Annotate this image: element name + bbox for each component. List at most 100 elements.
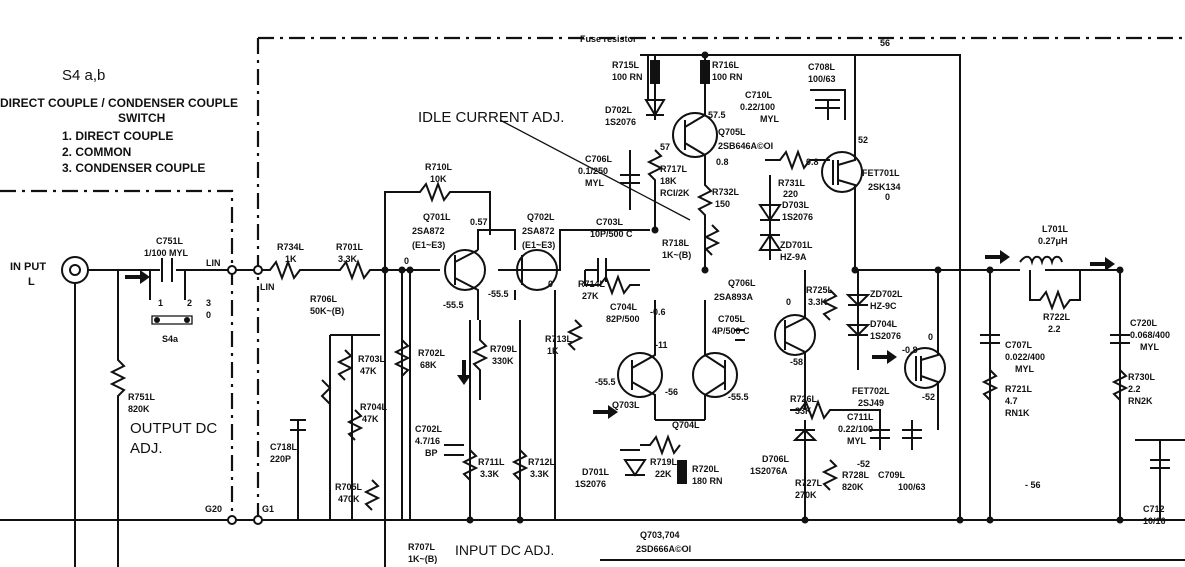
r717-resistor	[646, 149, 664, 230]
r713-resistor	[566, 319, 584, 351]
c718-cap	[290, 419, 306, 431]
label-c706: C706L	[585, 154, 613, 164]
c706-cap	[620, 150, 640, 210]
label-r731: R731L	[778, 178, 806, 188]
label-q703704: Q703,704	[640, 530, 680, 540]
q704-transistor	[692, 352, 738, 398]
label-r714: R714L	[578, 279, 606, 289]
label-c705: C705L	[718, 314, 746, 324]
r751-resistor	[109, 270, 127, 567]
label-c705v: 4P/500 C	[712, 326, 750, 336]
junction-dots	[381, 51, 1124, 524]
label-c702v: 4.7/16	[415, 436, 440, 446]
label-q703704v: 2SD666A©OI	[636, 544, 691, 554]
g20: G20	[205, 504, 222, 514]
label-r711v: 3.3K	[480, 469, 500, 479]
q705-transistor	[672, 112, 718, 158]
label-r720: R720L	[692, 464, 720, 474]
label-r728v: 820K	[842, 482, 864, 492]
label-r721: R721L	[1005, 384, 1033, 394]
label-r731v: 220	[783, 189, 798, 199]
r719-resistor	[640, 434, 681, 456]
label-q701v: 2SA872	[412, 226, 445, 236]
r722-resistor	[1029, 270, 1081, 311]
vm555c: -55.5	[728, 392, 749, 402]
r712-resistor	[511, 449, 529, 481]
label-r716: R716L	[712, 60, 740, 70]
sw0: 0	[206, 310, 211, 320]
d704-diode	[845, 324, 871, 337]
label-r721v: 4.7	[1005, 396, 1018, 406]
c712-cap	[1135, 439, 1185, 520]
sw2: 2	[187, 298, 192, 308]
label-c720m: MYL	[1140, 342, 1160, 352]
switch-title: S4 a,b	[62, 67, 105, 84]
label-r706v: 50K~(B)	[310, 306, 344, 316]
label-r720v: 180 RN	[692, 476, 723, 486]
d702-diode	[644, 99, 666, 117]
switch-outline	[0, 189, 234, 520]
label-r751v: 820K	[128, 404, 150, 414]
label-r732: R732L	[712, 187, 740, 197]
label-r710: R710L	[425, 162, 453, 172]
label-l701: L701L	[1042, 224, 1069, 234]
label-r713v: 1K	[547, 346, 559, 356]
c707-cap	[980, 270, 1000, 520]
switch-legend: S4 a,b DIRECT COUPLE / CONDENSER COUPLE …	[0, 67, 238, 175]
r731-resistor	[765, 149, 830, 171]
v575: 57.5	[708, 110, 726, 120]
label-l701v: 0.27μH	[1038, 236, 1068, 246]
v57: 57	[660, 142, 670, 152]
label-r717: R717L	[660, 164, 688, 174]
switch-line1: DIRECT COUPLE / CONDENSER COUPLE	[0, 96, 238, 110]
v08b: 0.8	[806, 157, 819, 167]
label-q702: Q702L	[527, 212, 555, 222]
label-r703: R703L	[358, 354, 386, 364]
label-q701r: (E1~E3)	[412, 240, 445, 250]
label-d704v: 1S2076	[870, 331, 901, 341]
sw1: 1	[158, 298, 163, 308]
fuse-label: Fuse resistor	[580, 34, 637, 44]
c751-cap	[161, 258, 173, 282]
fet702	[904, 347, 946, 389]
c702-cap	[444, 444, 464, 456]
r718-pot	[703, 224, 721, 256]
input-label: IN PUT	[10, 261, 46, 273]
label-r722v: 2.2	[1048, 324, 1061, 334]
r710-feedback	[384, 181, 491, 270]
label-r707v: 1K~(B)	[408, 554, 437, 564]
vm56b: -56	[665, 387, 678, 397]
label-r730: R730L	[1128, 372, 1156, 382]
v0c: 0	[548, 279, 553, 289]
label-d701: D701L	[582, 467, 610, 477]
label-r717v: 18K	[660, 176, 677, 186]
annotations: Fuse resistor IDLE CURRENT ADJ. OUTPUT D…	[10, 34, 1041, 558]
vm56: - 56	[1025, 480, 1041, 490]
label-r701: R701L	[336, 242, 364, 252]
label-c718: C718L	[270, 442, 298, 452]
label-r728: R728L	[842, 470, 870, 480]
label-q701: Q701L	[423, 212, 451, 222]
label-c710: C710L	[745, 90, 773, 100]
r702-resistor	[393, 339, 411, 377]
label-zd701v: HZ-9A	[780, 252, 807, 262]
idle-label: IDLE CURRENT ADJ.	[418, 109, 564, 126]
label-c718v: 220P	[270, 454, 291, 464]
v08a: 0.8	[716, 157, 729, 167]
r721-resistor	[981, 369, 999, 401]
vm555a: -55.5	[443, 300, 464, 310]
label-c707: C707L	[1005, 340, 1033, 350]
label-r705: R705L	[335, 482, 363, 492]
label-c712: C712	[1143, 504, 1165, 514]
label-c709: C709L	[878, 470, 906, 480]
label-r722: R722L	[1043, 312, 1071, 322]
label-r730m: RN2K	[1128, 396, 1153, 406]
sw3: 3	[206, 298, 211, 308]
v52: 52	[858, 135, 868, 145]
label-r719: R719L	[650, 457, 678, 467]
label-q706: Q706L	[728, 278, 756, 288]
label-c720: C720L	[1130, 318, 1158, 328]
d701-diode	[620, 449, 647, 477]
label-r732v: 150	[715, 199, 730, 209]
